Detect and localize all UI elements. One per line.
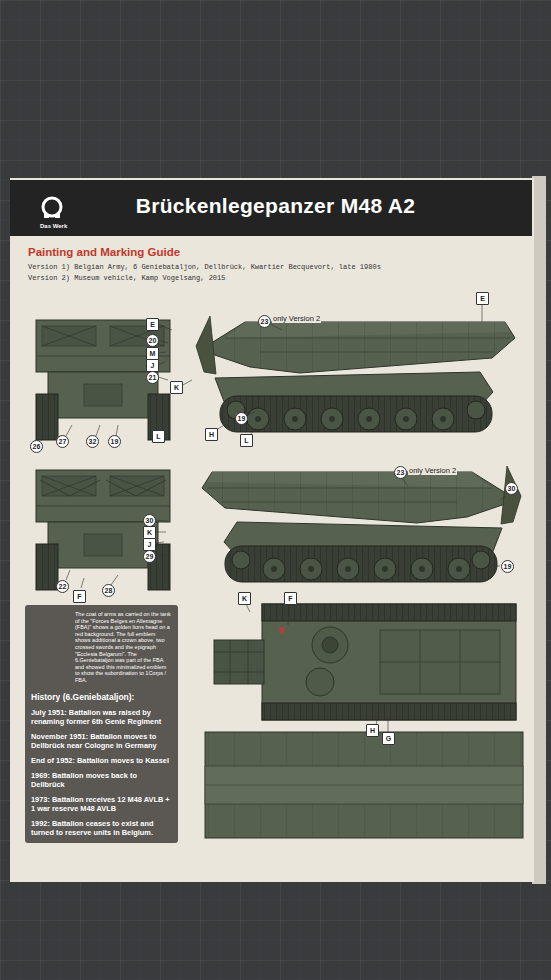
callout-number: 27 [56,435,69,448]
callout-number: 19 [235,412,248,425]
history-entry: 1973: Battalion receives 12 M48 AVLB + 1… [31,795,172,813]
callout-number: 19 [108,435,121,448]
callout-number: 23 [258,315,271,328]
history-entry: End of 1952: Battalion moves to Kassel [31,756,172,765]
callout-number: H [366,724,379,737]
section-heading: Painting and Marking Guide [28,246,180,258]
info-panel: The coat of arms as carried on the tank … [25,605,178,843]
emblem-note: The coat of arms as carried on the tank … [75,611,172,684]
callout-note: only Version 2 [272,314,321,323]
version-note: Version 2) Museum vehicle, Kamp Vogelsan… [28,274,225,282]
logo-text: Das Werk [40,223,67,229]
callout-number: 28 [102,584,115,597]
callout-number: E [476,292,489,305]
history-entry: 1969: Battalion moves back to Dellbrück [31,771,172,789]
callout-number: 32 [86,435,99,448]
history-entry: July 1951: Battalion was raised by renam… [31,708,172,726]
callout-number: F [73,590,86,603]
callout-number: L [240,434,253,447]
callout-note: only Version 2 [408,466,457,475]
callout-number: E [146,318,159,331]
callout-number: L [152,430,165,443]
history-entry: November 1951: Battalion moves to Dellbr… [31,732,172,750]
callout-number: 21 [146,371,159,384]
callout-number: 20 [146,334,159,347]
version-note: Version 1) Belgian Army, 6 Geniebataljon… [28,263,381,271]
callout-number: 22 [56,580,69,593]
callout-number: K [170,381,183,394]
history-entry: 1992: Battalion ceases to exist and turn… [31,819,172,837]
page-title: Brückenlegepanzer M48 A2 [0,194,551,218]
callout-number: 23 [394,466,407,479]
callout-number: 29 [143,550,156,563]
callout-number: 30 [505,482,518,495]
callout-number: 19 [501,560,514,573]
history-heading: History (6.Geniebataljon): [31,692,172,702]
callout-number: F [284,592,297,605]
callout-number: 26 [30,440,43,453]
callout-number: K [238,592,251,605]
callout-number: G [382,732,395,745]
callout-number: H [205,428,218,441]
